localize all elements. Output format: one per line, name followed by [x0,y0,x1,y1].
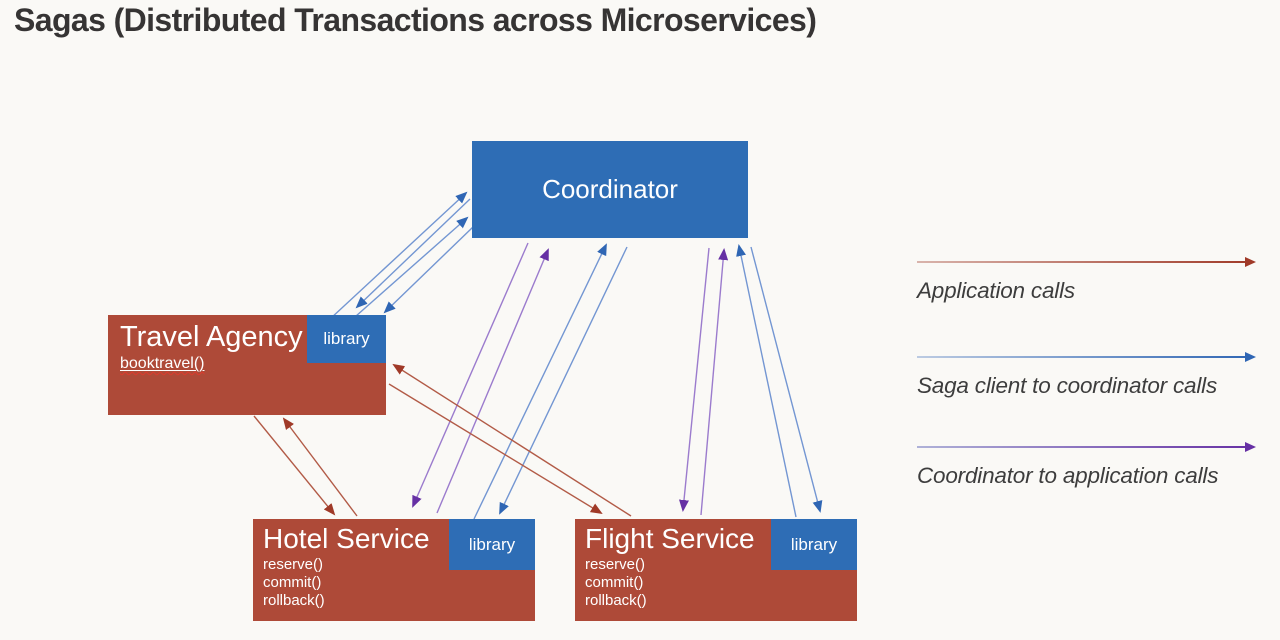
coordinator-label: Coordinator [542,174,678,204]
hotel-method-rollback: rollback() [263,592,325,610]
travel-agency-title: Travel Agency [120,321,303,353]
saga-client-calls-arrow-sample [917,352,1256,362]
hotel-method-commit: commit() [263,574,322,592]
coordinator-app-calls-arrow-sample [917,442,1256,452]
legend-label-saga-client-calls: Saga client to coordinator calls [917,373,1218,398]
arrowhead-icon [1245,442,1256,452]
flight-service-node: Flight Service reserve() commit() rollba… [575,519,857,621]
hotel-service-library-badge: library [449,519,535,570]
travel-agency-method: booktravel() [108,354,386,373]
hotel-service-title: Hotel Service [263,523,430,554]
hotel-method-reserve: reserve() [263,556,324,574]
flight-service-methods: reserve() commit() rollback() [575,553,857,610]
flight-service-title: Flight Service [585,523,755,554]
flight-method-reserve: reserve() [585,556,646,574]
legend-label-application-calls: Application calls [917,278,1075,303]
legend-item-coordinator-app-calls: Coordinator to application calls [917,442,1257,489]
legend-item-application-calls: Application calls [917,257,1257,304]
hotel-service-node: Hotel Service reserve() commit() rollbac… [253,519,535,621]
coordinator-node: Coordinator [472,141,748,238]
legend-item-saga-client-calls: Saga client to coordinator calls [917,352,1257,399]
hotel-service-methods: reserve() commit() rollback() [253,553,535,610]
flight-method-commit: commit() [585,574,644,592]
page-title: Sagas (Distributed Transactions across M… [14,2,817,38]
booktravel-method-label: booktravel() [120,354,205,372]
travel-agency-node: Travel Agency booktravel() library [108,315,386,415]
flight-service-library-badge: library [771,519,857,570]
legend-label-coordinator-app-calls: Coordinator to application calls [917,463,1219,488]
arrowhead-icon [1245,352,1256,362]
flight-method-rollback: rollback() [585,592,647,610]
application-calls-arrow-sample [917,257,1256,267]
travel-agency-library-badge: library [307,315,386,363]
arrowhead-icon [1245,257,1256,267]
